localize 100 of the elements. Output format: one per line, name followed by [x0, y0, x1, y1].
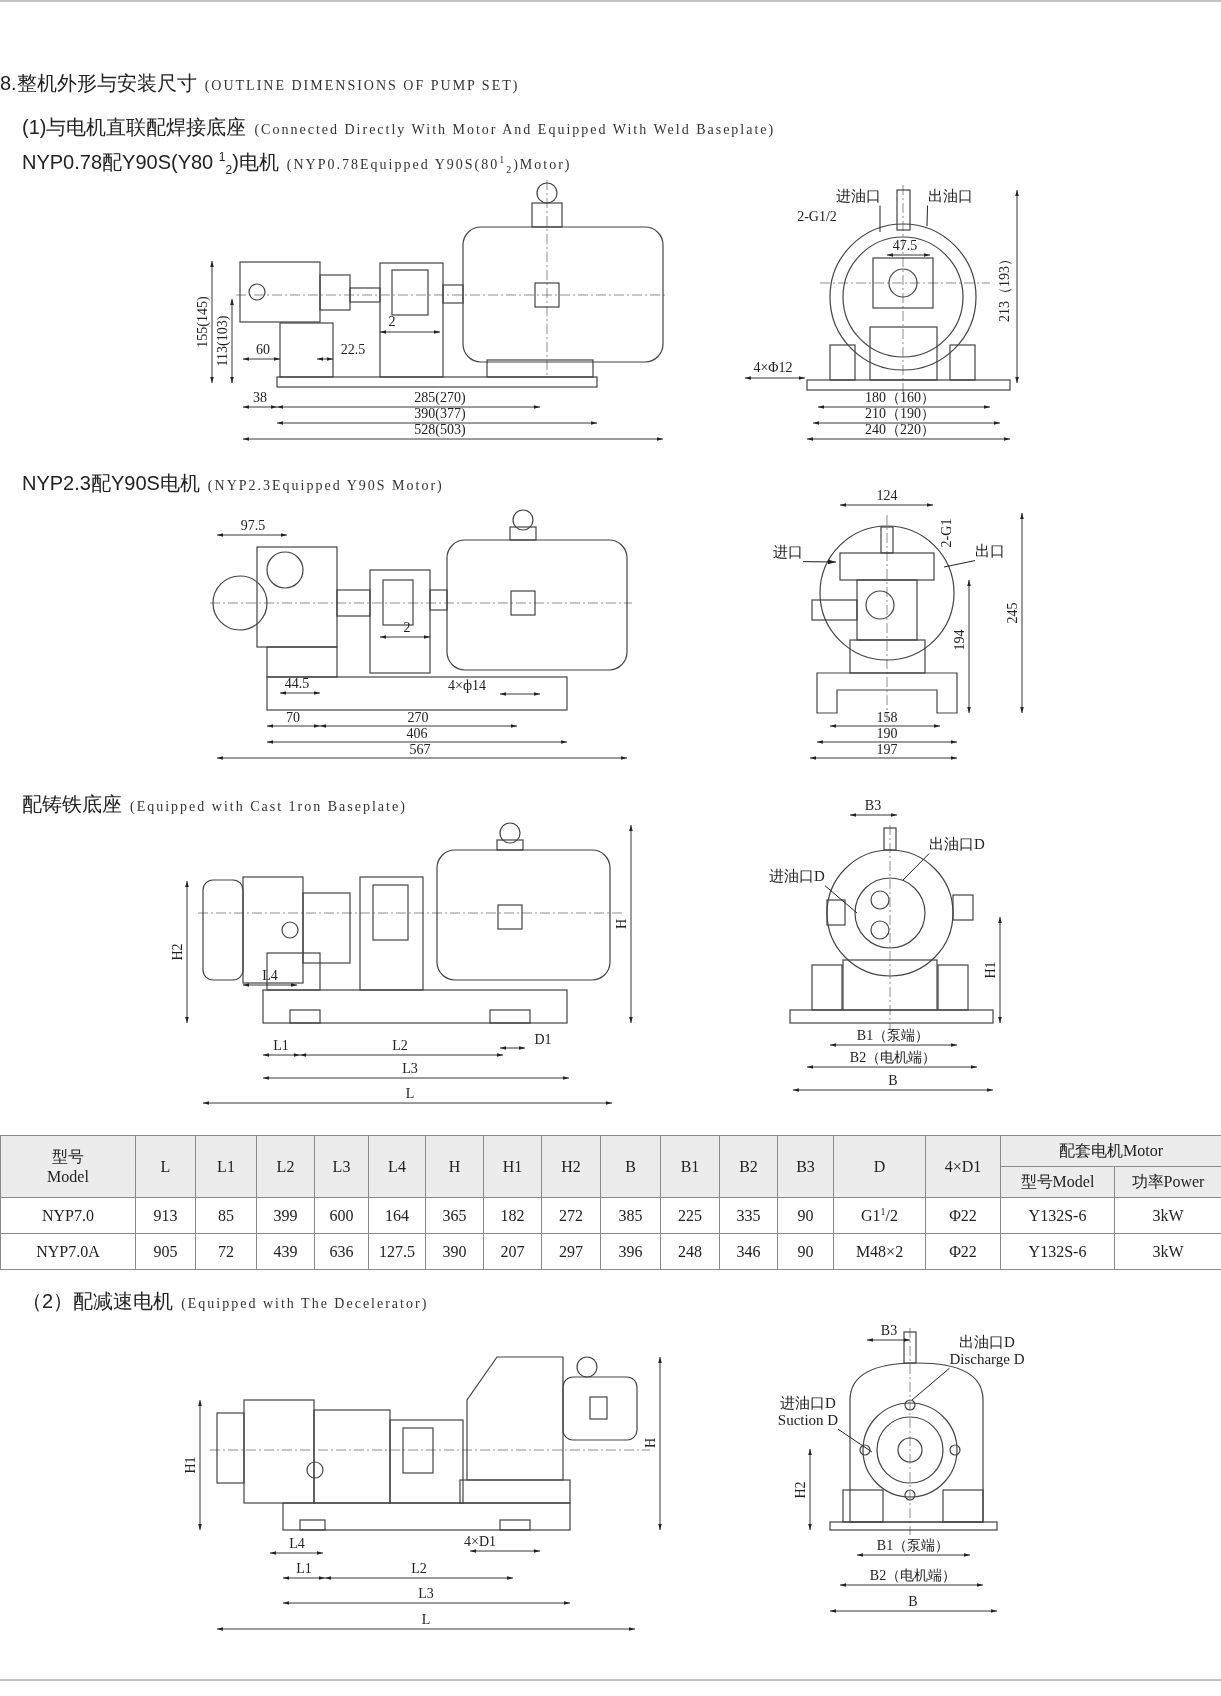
- table-header-cell: B2: [719, 1135, 778, 1198]
- callout-text: 出口: [975, 543, 1005, 561]
- table-header-cell: 4×D1: [925, 1135, 1001, 1198]
- table-cell: 913: [135, 1197, 196, 1234]
- table-header-cell: H1: [483, 1135, 542, 1198]
- dimension-label: 113(103): [216, 315, 230, 367]
- table-cell: 248: [660, 1233, 720, 1270]
- callout-text: Suction D: [777, 1412, 839, 1430]
- table-cell: 272: [541, 1197, 601, 1234]
- section-heading: NYP2.3配Y90S电机: [22, 471, 200, 496]
- english-heading: (Equipped with The Decelerator): [181, 1296, 429, 1312]
- table-cell: Φ22: [925, 1197, 1001, 1234]
- table-cell: 600: [314, 1197, 369, 1234]
- leader-line: [926, 205, 928, 227]
- dimension-label: 97.5: [240, 519, 266, 533]
- dimension-label: B3: [864, 799, 882, 813]
- leader-line: [911, 1367, 950, 1401]
- callout-text: Discharge D: [949, 1351, 1025, 1369]
- table-cell: 85: [195, 1197, 257, 1234]
- section-heading: NYP0.78配Y90S(Y80 $^{1}$$_{2}$)电机: [22, 149, 279, 177]
- dimension-label: 60: [256, 343, 270, 357]
- dimension-label: 180（160）: [865, 391, 935, 405]
- dimension-label: H: [644, 1437, 658, 1449]
- dimension-label: 270: [407, 711, 429, 725]
- table-cell: Y132S-6: [1000, 1233, 1115, 1270]
- dimension-label: 38: [253, 391, 267, 405]
- dimension-label: B2（电机端）: [849, 1051, 937, 1065]
- table-cell: 335: [719, 1197, 778, 1234]
- callout-text: 进油口D: [780, 1394, 836, 1412]
- table-header-cell: 型号Model: [1000, 1166, 1115, 1198]
- table-cell: 385: [600, 1197, 661, 1234]
- dimension-label: 213（193）: [998, 252, 1012, 322]
- dimension-label: 240（220）: [865, 423, 935, 437]
- table-cell: 182: [483, 1197, 542, 1234]
- dimension-label: 44.5: [284, 677, 310, 691]
- section-heading: (1)与电机直联配焊接底座: [22, 115, 247, 140]
- leader-line: [879, 205, 881, 233]
- dimension-label: B1（泵端）: [876, 1539, 950, 1553]
- leader-line: [837, 1428, 873, 1453]
- table-cell: Φ22: [925, 1233, 1001, 1270]
- table-cell: 365: [425, 1197, 484, 1234]
- dimension-label: B: [908, 1595, 918, 1609]
- callout-text: 出油口D: [929, 836, 985, 854]
- dimension-label: H1: [184, 1456, 198, 1474]
- english-heading: (NYP2.3Equipped Y90S Motor): [207, 478, 444, 494]
- table-cell: 207: [483, 1233, 542, 1270]
- table-cell: 396: [600, 1233, 661, 1270]
- dimension-label: 70: [286, 711, 300, 725]
- table-header-cell: L: [135, 1135, 196, 1198]
- table-header-cell: D: [833, 1135, 926, 1198]
- dimension-label: 4×D1: [464, 1535, 496, 1549]
- dimension-label: 2: [403, 621, 411, 635]
- dimension-label: 2-G1/2: [797, 210, 837, 224]
- table-header-cell: H: [425, 1135, 484, 1198]
- dimension-label: 4×ф14: [448, 679, 486, 693]
- dimension-label: 194: [953, 629, 967, 651]
- table-cell: 90: [777, 1197, 834, 1234]
- dimension-label: L1: [273, 1039, 289, 1053]
- dimension-label: 285(270): [414, 391, 466, 405]
- english-heading: (Connected Directly With Motor And Equipped With Weld Baseplate): [254, 122, 776, 138]
- table-header-cell: B1: [660, 1135, 720, 1198]
- leader-line: [802, 559, 837, 565]
- callout-text: 出油口: [927, 188, 973, 206]
- table-cell: NYP7.0A: [0, 1233, 136, 1270]
- dimension-label: L3: [418, 1587, 434, 1601]
- table-header-cell: 型号 Model: [0, 1135, 136, 1198]
- table-header-cell: L3: [314, 1135, 369, 1198]
- dimension-label: B1（泵端）: [856, 1029, 930, 1043]
- table-cell: 297: [541, 1233, 601, 1270]
- dimension-label: 2-G1: [940, 518, 954, 548]
- dimension-label: H2: [171, 943, 185, 961]
- dimension-label: 390(377): [414, 407, 466, 421]
- table-header-cell: L2: [256, 1135, 315, 1198]
- dimension-label: 190: [876, 727, 898, 741]
- table-cell: 72: [195, 1233, 257, 1270]
- dimension-label: 567: [409, 743, 431, 757]
- english-heading: (Equipped with Cast 1ron Baseplate): [130, 799, 407, 815]
- dimension-label: B3: [880, 1324, 898, 1338]
- table-header-cell: L4: [368, 1135, 426, 1198]
- dimension-label: 2: [388, 315, 396, 329]
- callout-text: 进油口D: [769, 868, 825, 886]
- dimension-label: H2: [794, 1481, 808, 1499]
- dimension-label: 4×Φ12: [753, 361, 793, 375]
- callout-text: 出油口D: [959, 1333, 1015, 1351]
- table-cell: 225: [660, 1197, 720, 1234]
- english-heading: (OUTLINE DIMENSIONS OF PUMP SET): [204, 78, 520, 94]
- dimension-label: 245: [1006, 602, 1020, 624]
- dimension-label: 22.5: [340, 343, 366, 357]
- table-header-cell: 配套电机Motor: [1000, 1135, 1221, 1167]
- page-title: 8.整机外形与安装尺寸: [0, 71, 197, 96]
- table-cell: 905: [135, 1233, 196, 1270]
- dimension-label: L4: [289, 1537, 305, 1551]
- english-heading: (NYP0.78Equipped Y90S(80$^{1}$$_{2}$)Motor): [286, 154, 572, 175]
- dimension-label: 47.5: [892, 239, 918, 253]
- table-cell: 390: [425, 1233, 484, 1270]
- table-header-cell: 功率Power: [1114, 1166, 1221, 1198]
- callout-text: 进油口: [835, 188, 881, 206]
- table-cell: 164: [368, 1197, 426, 1234]
- dimension-label: L: [421, 1613, 431, 1627]
- section-heading: （2）配减速电机: [22, 1289, 174, 1314]
